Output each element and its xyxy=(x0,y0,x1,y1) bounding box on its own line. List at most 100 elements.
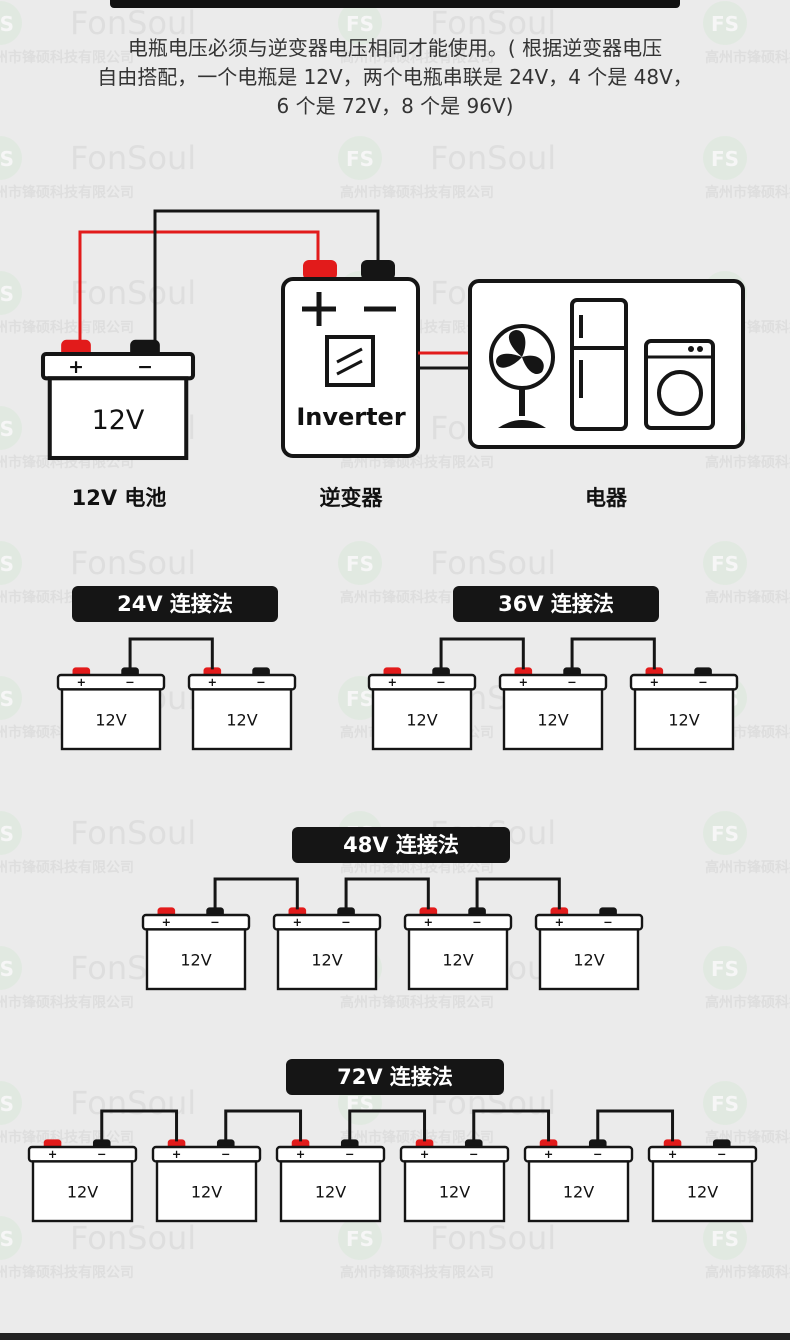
minus-sign: − xyxy=(603,916,612,929)
watermark-company: 高州市锋硕科技有限公司 xyxy=(340,859,494,876)
intro-line-3: 6 个是 72V，8 个是 96V) xyxy=(276,94,514,118)
watermark-company: 高州市锋硕科技有限公司 xyxy=(705,1264,790,1281)
inverter-negative-terminal xyxy=(361,260,395,280)
watermark-logo-text: FS xyxy=(0,1227,14,1251)
watermark-logo-icon xyxy=(703,1081,747,1125)
battery-voltage-label: 12V xyxy=(95,711,126,730)
battery-body xyxy=(191,688,293,751)
battery-body xyxy=(502,688,604,751)
battery-voltage-label: 12V xyxy=(442,951,473,970)
watermark-company: 高州市锋硕科技有限公司 xyxy=(705,994,790,1011)
battery-body xyxy=(276,928,378,991)
plus-sign: + xyxy=(388,676,397,689)
watermark-company: 高州市锋硕科技有限公司 xyxy=(0,994,134,1011)
watermark-logo-icon xyxy=(0,811,22,855)
series-48v-battery-4: +−12V xyxy=(534,907,644,991)
battery-lid xyxy=(403,913,513,931)
fan-blade xyxy=(496,353,522,368)
watermark-logo-icon xyxy=(703,136,747,180)
watermark-logo-icon xyxy=(0,1216,22,1260)
plus-sign: + xyxy=(296,1148,305,1161)
plus-sign: + xyxy=(208,676,217,689)
battery-voltage-label: 12V xyxy=(573,951,604,970)
watermark-logo-icon xyxy=(0,541,22,585)
battery-lid xyxy=(187,673,297,691)
section-label-72v: 72V 连接法 xyxy=(286,1059,504,1095)
series-48v-link-wire xyxy=(475,877,561,910)
plus-sign: + xyxy=(424,916,433,929)
battery-lid xyxy=(27,1145,138,1163)
plus-sign: + xyxy=(650,676,659,689)
battery-body xyxy=(47,376,189,461)
watermark-brand: FonSoul xyxy=(70,4,196,42)
watermark-brand: FonSoul xyxy=(430,4,556,42)
battery-body xyxy=(279,1160,382,1223)
watermark-logo-text: FS xyxy=(346,12,374,36)
series-48v-link-wire xyxy=(344,877,430,910)
watermark-company: 高州市锋硕科技有限公司 xyxy=(0,1264,134,1281)
series-36v-link-wire xyxy=(570,637,656,670)
inverter-label: Inverter xyxy=(296,403,406,431)
watermark-logo-text: FS xyxy=(346,552,374,576)
minus-sign: − xyxy=(593,1148,602,1161)
watermark-logo-text: FS xyxy=(0,417,14,441)
battery-lid xyxy=(629,673,739,691)
series-72v-link-wire xyxy=(224,1109,303,1142)
inverter: Inverter xyxy=(281,260,420,458)
plus-sign: + xyxy=(519,676,528,689)
series-36v-battery-3: +−12V xyxy=(629,667,739,751)
watermark-logo-text: FS xyxy=(0,687,14,711)
watermark-brand: FonSoul xyxy=(430,544,556,582)
minus-sign: − xyxy=(256,676,265,689)
watermark-company: 高州市锋硕科技有限公司 xyxy=(0,49,134,66)
watermark-company: 高州市锋硕科技有限公司 xyxy=(0,859,134,876)
watermark-logo-icon xyxy=(338,136,382,180)
minus-sign: − xyxy=(436,676,445,689)
watermark-logo-text: FS xyxy=(0,147,14,171)
watermark-logo-text: FS xyxy=(346,147,374,171)
watermark-company: 高州市锋硕科技有限公司 xyxy=(0,319,134,336)
watermark-company: 高州市锋硕科技有限公司 xyxy=(340,1129,494,1146)
battery-body xyxy=(407,928,509,991)
fan-icon xyxy=(489,324,555,428)
battery-body xyxy=(31,1160,134,1223)
plus-sign: + xyxy=(77,676,86,689)
battery-voltage-label: 12V xyxy=(563,1183,594,1202)
watermark-logo-icon xyxy=(703,541,747,585)
battery-lid xyxy=(498,673,608,691)
watermark-logo-text: FS xyxy=(346,687,374,711)
watermark-logo-icon xyxy=(0,1081,22,1125)
series-72v-link-wire xyxy=(472,1109,551,1142)
battery-voltage-label: 12V xyxy=(191,1183,222,1202)
battery-voltage-label: 12V xyxy=(537,711,568,730)
positive-wire xyxy=(78,230,320,344)
minus-sign: − xyxy=(221,1148,230,1161)
fridge-body xyxy=(570,298,628,431)
minus-sign: − xyxy=(125,676,134,689)
watermark-logo-icon xyxy=(338,1216,382,1260)
watermark-logo-icon xyxy=(0,676,22,720)
series-72v-battery-5: +−12V xyxy=(523,1139,634,1223)
battery-body xyxy=(60,688,162,751)
fan-base xyxy=(498,420,546,428)
battery-lid xyxy=(367,673,477,691)
watermark-logo-text: FS xyxy=(711,957,739,981)
series-72v-link-wire xyxy=(348,1109,427,1142)
battery-lid xyxy=(399,1145,510,1163)
series-36v-battery-1: +−12V xyxy=(367,667,477,751)
series-48v-link-wire xyxy=(213,877,299,910)
series-72v-battery-1: +−12V xyxy=(27,1139,138,1223)
watermark-logo-icon xyxy=(338,1,382,45)
battery-lid xyxy=(141,913,251,931)
series-48v-battery-3: +−12V xyxy=(403,907,513,991)
watermark-company: 高州市锋硕科技有限公司 xyxy=(340,49,494,66)
watermark-company: 高州市锋硕科技有限公司 xyxy=(340,994,494,1011)
